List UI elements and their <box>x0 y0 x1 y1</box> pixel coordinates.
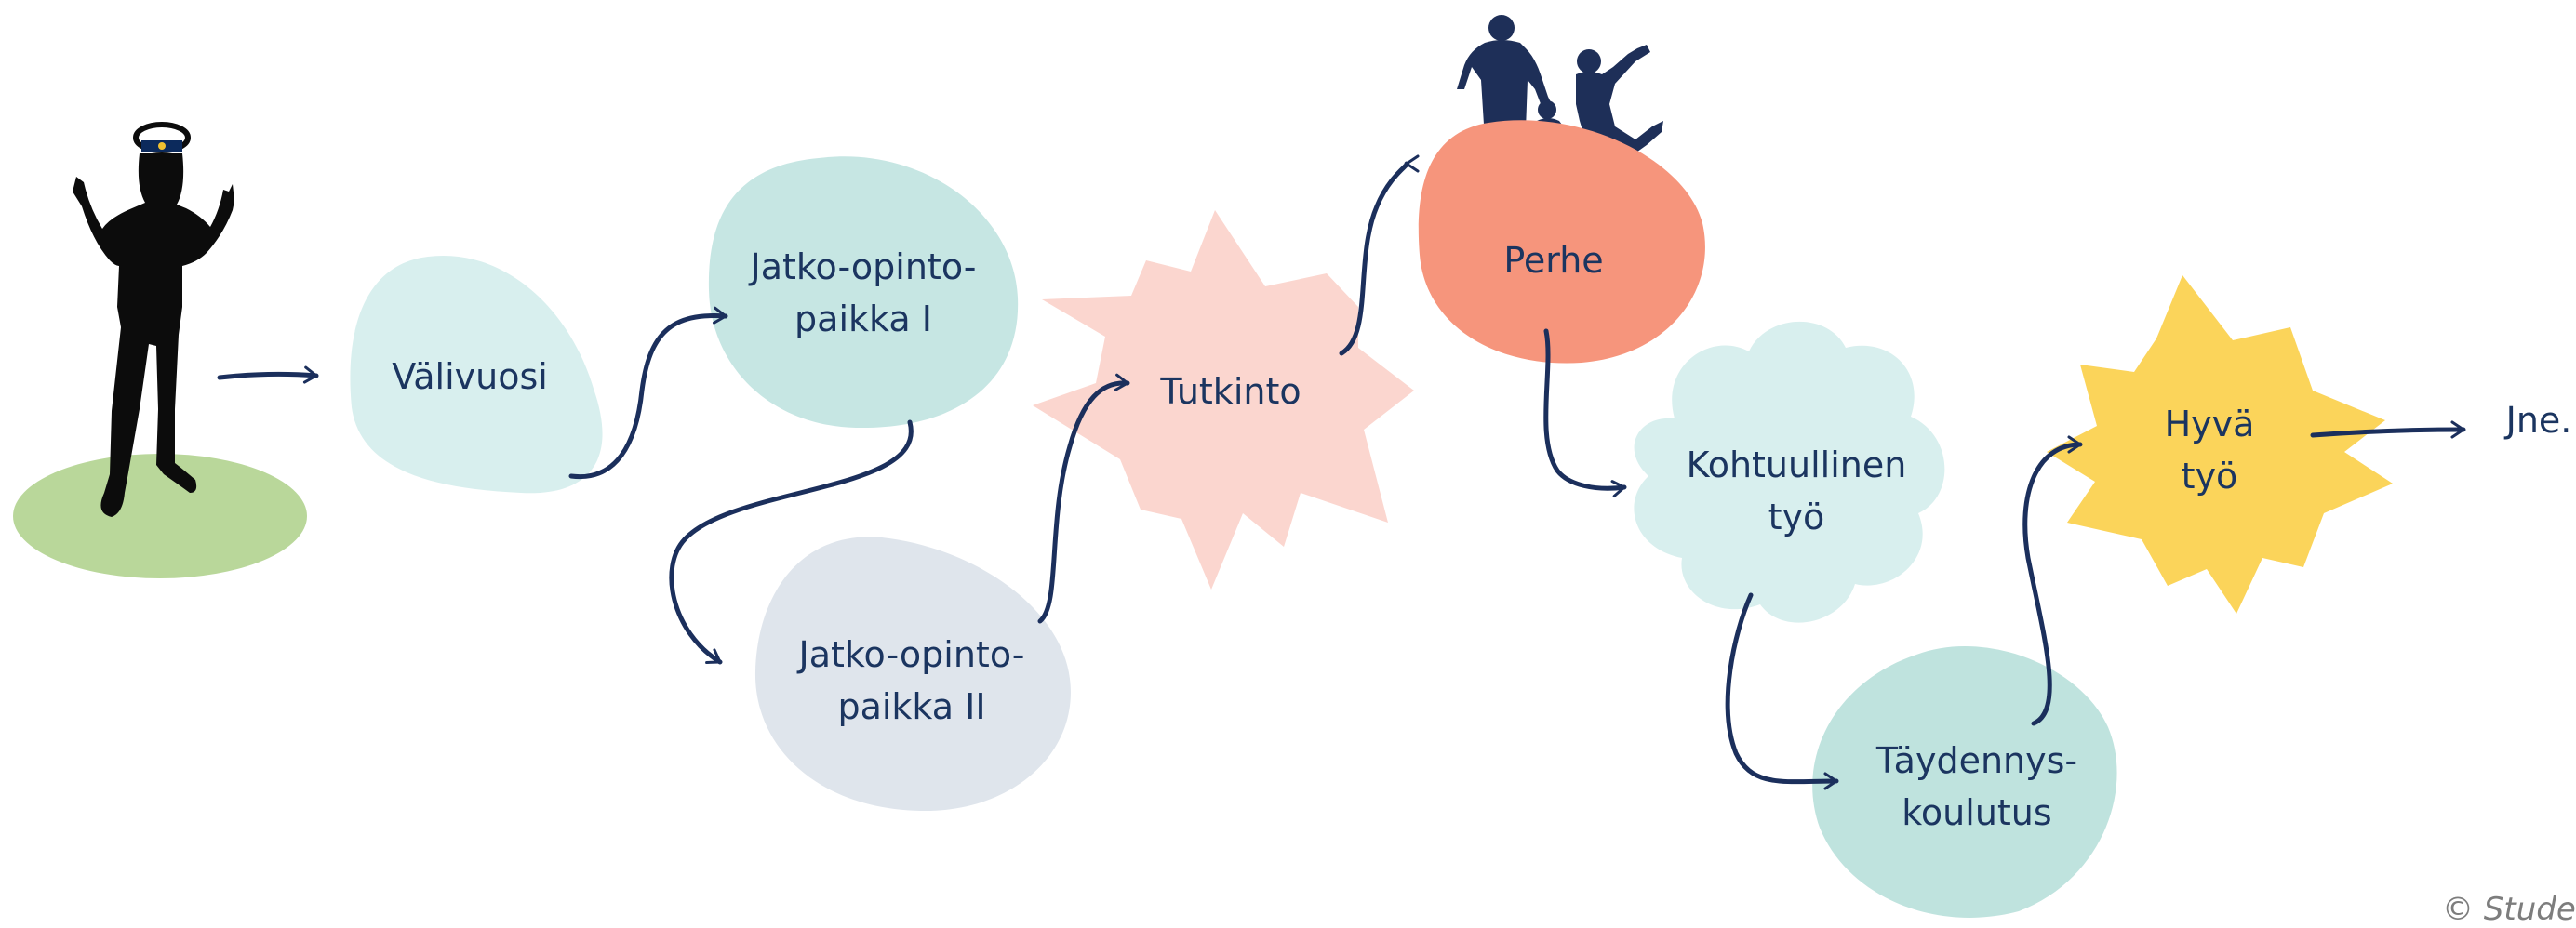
arrow-graduate-to-valivuosi <box>217 365 319 384</box>
arrow-tutkinto-to-perhe <box>1339 154 1420 356</box>
hyva-burst <box>2047 275 2393 614</box>
arrow-taydennys-to-hyva <box>2022 435 2083 726</box>
tutkinto-label: Tutkinto <box>1160 371 1301 412</box>
arrow-perhe-to-kohtuullinen <box>1543 328 1627 498</box>
hyva-tyo-label: Hyvä työ <box>2164 404 2255 497</box>
kohtuullinen-cloud <box>1634 321 1945 623</box>
arrow-kohtuullinen-to-taydennys <box>1725 592 1839 790</box>
arrow-hyva-to-jne <box>2310 420 2466 439</box>
taydennys-blob <box>1812 645 2117 918</box>
ground-ellipse <box>13 454 307 578</box>
taydennyskoulutus-label: Täydennys- koulutus <box>1875 740 2078 833</box>
perhe-blob <box>1418 120 1705 364</box>
perhe-label: Perhe <box>1503 240 1604 281</box>
tutkinto-burst <box>1033 210 1414 590</box>
arrow-valivuosi-to-jatko1 <box>568 306 728 480</box>
valivuosi-blob <box>350 255 603 494</box>
arrow-jatko2-to-tutkinto <box>1037 373 1130 624</box>
jatko1-blob <box>708 156 1019 429</box>
jatko-opintopaikka-2-label: Jatko-opinto- paikka II <box>798 634 1025 727</box>
arrow-jatko1-to-jatko2 <box>669 419 914 665</box>
jatko2-blob <box>754 537 1071 812</box>
copyright-text: © Stude <box>2442 891 2576 928</box>
valivuosi-label: Välivuosi <box>392 356 548 397</box>
arrows <box>217 154 2466 790</box>
graduate-silhouette-icon <box>73 122 234 517</box>
jatko-opintopaikka-1-label: Jatko-opinto- paikka I <box>750 246 977 339</box>
kohtuullinen-tyo-label: Kohtuullinen työ <box>1686 444 1907 537</box>
jne-label: Jne. <box>2505 400 2572 441</box>
